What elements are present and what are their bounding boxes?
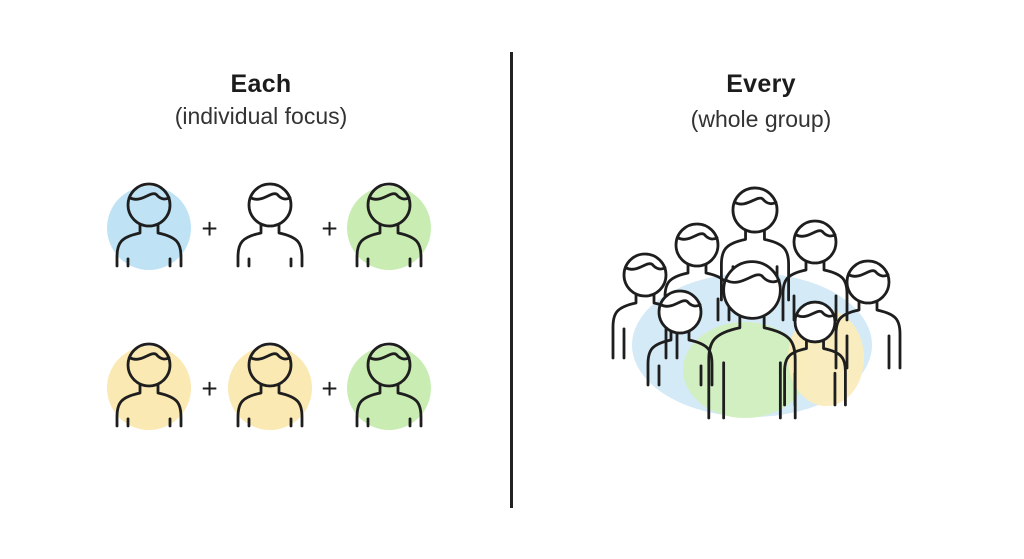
person-hair: [724, 273, 781, 284]
head-fill: [723, 261, 781, 319]
person-body: [115, 383, 183, 428]
head-fill: [676, 224, 718, 266]
green-blob: [683, 322, 807, 418]
person-hair: [659, 299, 702, 308]
person-body: [720, 229, 790, 302]
person-head: [247, 342, 293, 388]
head-fill: [659, 291, 701, 333]
person-hair: [624, 262, 667, 271]
person-head: [126, 182, 172, 228]
person-arms: [366, 257, 412, 268]
person-head: [792, 219, 838, 265]
group-person-far-right: [834, 259, 902, 370]
person-head: [731, 186, 779, 234]
person-body: [355, 383, 423, 428]
person-icon: [236, 342, 304, 428]
person-body: [646, 330, 714, 387]
person-icon: [236, 182, 304, 268]
person-arms: [366, 417, 412, 428]
group-person-back-center: [720, 186, 790, 302]
person-body: [355, 223, 423, 268]
person-body: [707, 315, 797, 420]
person-hair: [368, 352, 411, 361]
person-icon: [115, 342, 183, 428]
plus-sign: +: [321, 373, 337, 404]
person-body: [781, 260, 849, 322]
person-body: [834, 300, 902, 370]
person-head: [366, 342, 412, 388]
person-arms: [845, 334, 891, 370]
person-head: [722, 260, 782, 320]
person-body: [115, 223, 183, 268]
head-fill: [624, 254, 666, 296]
person-head: [366, 182, 412, 228]
group-person-back-left: [663, 222, 731, 322]
person-icon: [355, 182, 423, 268]
person-hair: [733, 196, 778, 206]
person-icon: [115, 182, 183, 268]
person-arms: [247, 417, 293, 428]
person-hair: [249, 192, 292, 201]
center-divider: [510, 52, 513, 508]
head-fill: [794, 221, 836, 263]
person-head: [845, 259, 891, 305]
color-circle-green: [347, 186, 431, 270]
person-icon: [355, 342, 423, 428]
color-circle-blue: [107, 186, 191, 270]
person-body: [236, 223, 304, 268]
plus-sign: +: [201, 373, 217, 404]
every-title: Every: [726, 70, 796, 98]
head-fill: [847, 261, 889, 303]
person-hair: [795, 309, 836, 318]
person-arms: [126, 257, 172, 268]
person-hair: [368, 192, 411, 201]
person-head: [657, 289, 703, 335]
head-fill: [732, 187, 778, 233]
plus-sign: +: [321, 213, 337, 244]
person-arms: [247, 257, 293, 268]
person-head: [793, 300, 837, 344]
group-of-people-icon: [611, 186, 902, 420]
each-title: Each: [230, 70, 292, 98]
person-arms: [126, 417, 172, 428]
group-person-mid-right: [783, 300, 847, 407]
group-person-mid-left: [646, 289, 714, 387]
group-person-front-center: [707, 260, 797, 420]
person-head: [622, 252, 668, 298]
color-circle-yellow: [228, 346, 312, 430]
person-hair: [847, 269, 890, 278]
person-arms: [622, 327, 668, 360]
person-hair: [249, 352, 292, 361]
person-body: [783, 339, 847, 407]
head-fill: [795, 302, 835, 342]
group-person-back-right: [781, 219, 849, 322]
person-arms: [792, 294, 838, 322]
person-head: [674, 222, 720, 268]
plus-sign: +: [201, 213, 217, 244]
person-arms: [722, 361, 782, 420]
person-hair: [676, 232, 719, 241]
individual-people-grid: + + + +: [107, 182, 431, 430]
person-head: [126, 342, 172, 388]
person-hair: [128, 352, 171, 361]
every-subtitle: (whole group): [690, 106, 832, 132]
person-body: [236, 383, 304, 428]
person-head: [247, 182, 293, 228]
color-circle-yellow: [107, 346, 191, 430]
each-subtitle: (individual focus): [174, 103, 348, 129]
person-hair: [794, 229, 837, 238]
person-arms: [657, 364, 703, 387]
color-circle-green: [347, 346, 431, 430]
person-hair: [128, 192, 171, 201]
